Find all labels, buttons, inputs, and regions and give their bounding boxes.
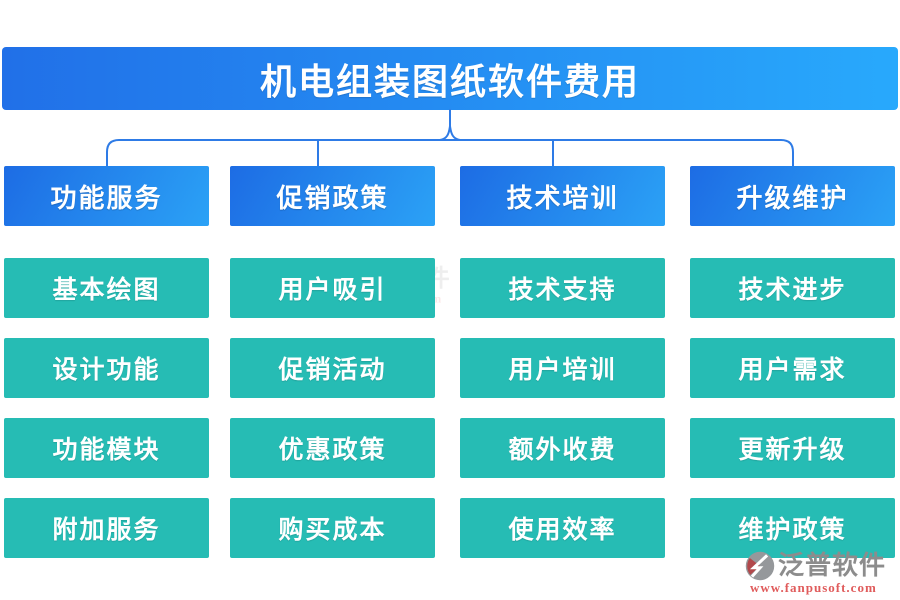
node-technical-progress: 技术进步 <box>690 258 895 318</box>
node-maintenance-policy: 维护政策 <box>690 498 895 558</box>
brand-watermark-url: www.fanpusoft.com <box>750 580 877 595</box>
node-extra-charges: 额外收费 <box>460 418 665 478</box>
node-update-upgrade: 更新升级 <box>690 418 895 478</box>
column-header-function-services: 功能服务 <box>4 166 209 226</box>
node-function-module: 功能模块 <box>4 418 209 478</box>
node-user-training: 用户培训 <box>460 338 665 398</box>
node-promotion-activity: 促销活动 <box>230 338 435 398</box>
node-purchase-cost: 购买成本 <box>230 498 435 558</box>
diagram-title-text: 机电组装图纸软件费用 <box>259 61 640 102</box>
node-discount-policy: 优惠政策 <box>230 418 435 478</box>
diagram-title: 机电组装图纸软件费用 <box>2 47 898 110</box>
brand-watermark: 泛普软件 www.fanpusoft.com <box>744 550 900 596</box>
node-basic-drawing: 基本绘图 <box>4 258 209 318</box>
node-usage-efficiency: 使用效率 <box>460 498 665 558</box>
brand-watermark-text: 泛普软件 <box>778 551 887 580</box>
connector-stem-flare <box>439 125 461 141</box>
connector-rail <box>106 139 794 168</box>
fanpu-logo-icon <box>745 551 775 581</box>
node-additional-services: 附加服务 <box>4 498 209 558</box>
node-user-attraction: 用户吸引 <box>230 258 435 318</box>
column-header-upgrade-maintenance: 升级维护 <box>690 166 895 226</box>
node-design-function: 设计功能 <box>4 338 209 398</box>
column-header-technical-training: 技术培训 <box>460 166 665 226</box>
node-technical-support: 技术支持 <box>460 258 665 318</box>
column-header-promotion-policy: 促销政策 <box>230 166 435 226</box>
node-user-demand: 用户需求 <box>690 338 895 398</box>
